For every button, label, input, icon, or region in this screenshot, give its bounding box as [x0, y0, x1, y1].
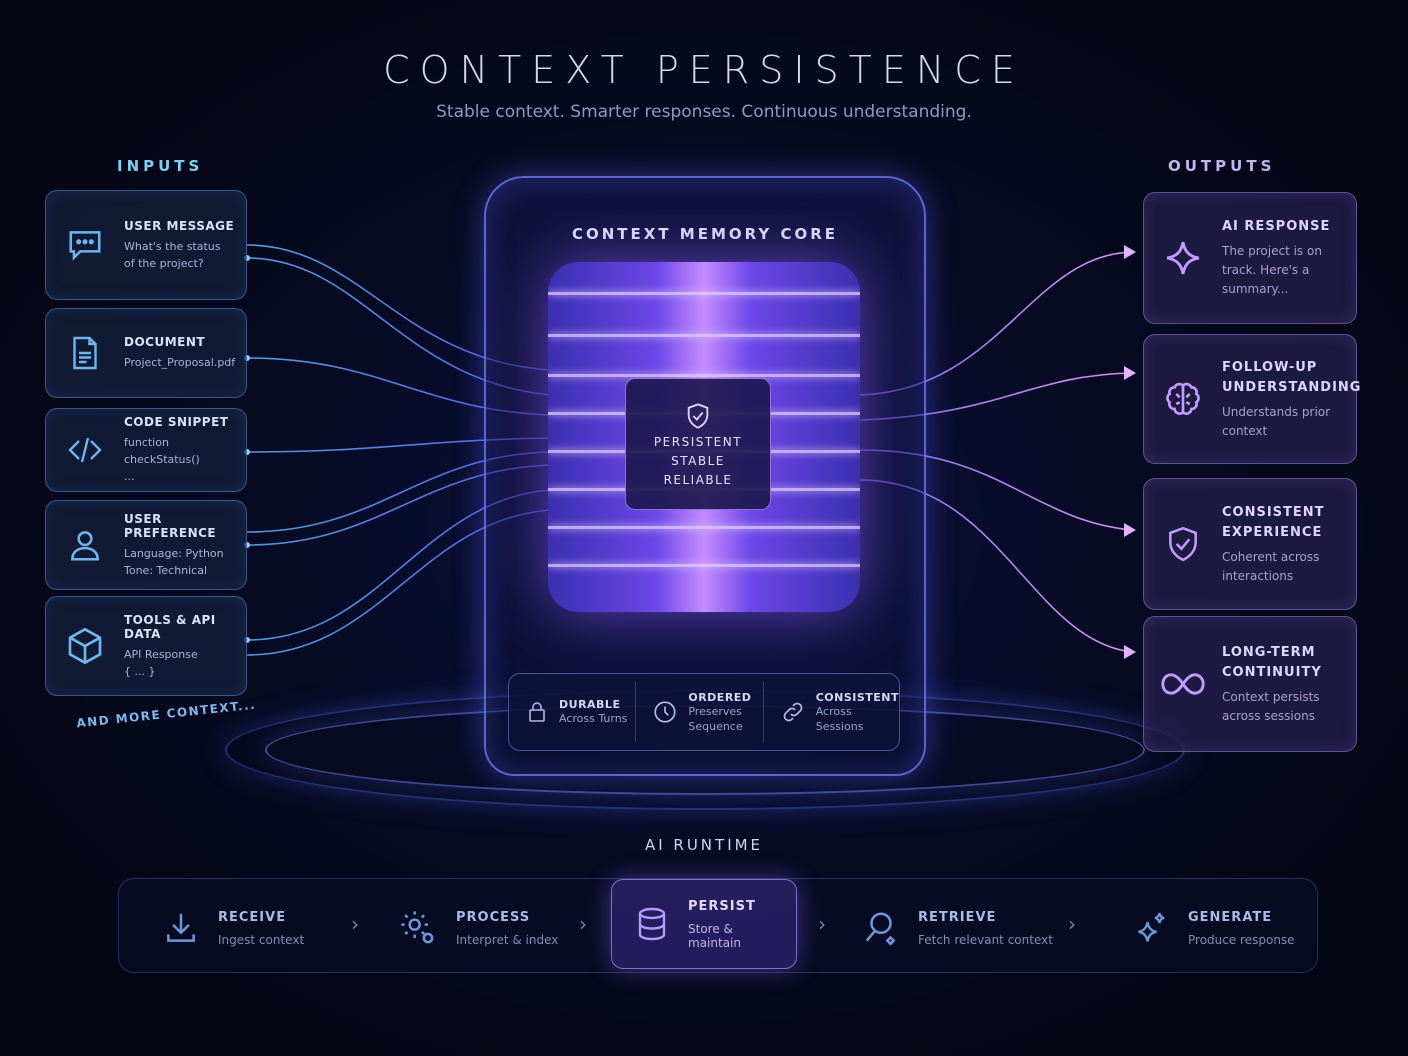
- output-title: AI RESPONSE: [1222, 219, 1331, 234]
- output-title: FOLLOW-UP: [1222, 359, 1318, 375]
- shield-check-icon: [1144, 524, 1222, 564]
- input-detail: of the project?: [124, 256, 204, 270]
- input-detail: Project_Proposal.pdf: [124, 356, 236, 369]
- property-title: CONSISTENT: [815, 690, 900, 704]
- input-title: CODE SNIPPET: [124, 415, 229, 429]
- output-detail: Context persists: [1222, 689, 1320, 704]
- output-detail: Coherent across: [1222, 549, 1320, 564]
- output-title: EXPERIENCE: [1222, 524, 1323, 540]
- lock-icon: [525, 699, 549, 725]
- output-detail: context: [1222, 423, 1268, 438]
- input-card-tools-api-data[interactable]: TOOLS & API DATA API Response { ... }: [45, 596, 247, 696]
- property-durable: DURABLE Across Turns: [509, 682, 635, 742]
- memory-core-title: CONTEXT MEMORY CORE: [571, 225, 839, 243]
- infinity-icon: [1144, 669, 1222, 699]
- inputs-heading: INPUTS: [117, 157, 204, 175]
- gear-icon: [398, 908, 438, 948]
- input-detail: What's the status: [124, 239, 221, 253]
- output-card-follow-up-understanding[interactable]: FOLLOW-UP UNDERSTANDING Understands prio…: [1143, 334, 1360, 464]
- property-detail: Sequence: [688, 719, 743, 733]
- page-title: CONTEXT PERSISTENCE: [383, 48, 1025, 92]
- chat-bubble-icon: [46, 226, 124, 264]
- input-card-user-message[interactable]: USER MESSAGE What's the status of the pr…: [45, 190, 247, 300]
- input-card-document[interactable]: DOCUMENT Project_Proposal.pdf: [45, 308, 247, 398]
- input-title: TOOLS & API DATA: [124, 612, 216, 641]
- input-detail: { ... }: [124, 664, 156, 678]
- output-title: CONTINUITY: [1222, 664, 1322, 680]
- output-detail: across sessions: [1222, 708, 1315, 723]
- document-icon: [46, 335, 124, 371]
- output-title: LONG-TERM: [1222, 644, 1316, 660]
- step-title: PROCESS: [456, 909, 531, 925]
- code-icon: [46, 432, 124, 468]
- property-detail: Across Turns: [559, 712, 628, 725]
- chevron-right-icon: ›: [1068, 912, 1076, 936]
- property-title: DURABLE: [559, 698, 621, 711]
- output-title: CONSISTENT: [1222, 504, 1325, 520]
- output-detail: interactions: [1222, 568, 1294, 583]
- property-detail: Preserves: [688, 704, 742, 718]
- step-title: GENERATE: [1188, 909, 1273, 925]
- page-subtitle: Stable context. Smarter responses. Conti…: [436, 102, 972, 122]
- input-title: USER PREFERENCE: [124, 511, 217, 540]
- runtime-step-retrieve[interactable]: RETRIEVE Fetch relevant context: [862, 890, 1053, 966]
- step-desc: Ingest context: [218, 932, 305, 947]
- step-desc: Produce response: [1188, 932, 1295, 947]
- core-quality: PERSISTENT: [653, 434, 743, 449]
- step-desc: Store & maintain: [688, 921, 741, 950]
- link-icon: [780, 699, 806, 725]
- runtime-step-receive[interactable]: RECEIVE Ingest context: [162, 890, 304, 966]
- core-status-badge: PERSISTENT STABLE RELIABLE: [625, 378, 771, 510]
- step-title: RETRIEVE: [918, 909, 997, 925]
- input-detail: ...: [124, 470, 135, 483]
- input-detail: Tone: Technical: [124, 563, 208, 577]
- shield-check-icon: [684, 402, 712, 430]
- output-detail: summary...: [1222, 282, 1289, 296]
- step-title: PERSIST: [688, 898, 756, 914]
- runtime-heading: AI RUNTIME: [644, 836, 764, 854]
- output-card-long-term-continuity[interactable]: LONG-TERM CONTINUITY Context persists ac…: [1143, 616, 1357, 752]
- sparkles-icon: [1134, 908, 1170, 948]
- runtime-step-process[interactable]: PROCESS Interpret & index: [398, 890, 558, 966]
- property-detail: Sessions: [815, 719, 864, 733]
- output-detail: The project is on: [1222, 244, 1322, 258]
- output-detail: track. Here's a: [1222, 263, 1310, 277]
- input-card-user-preference[interactable]: USER PREFERENCE Language: Python Tone: T…: [45, 500, 247, 590]
- input-title: USER MESSAGE: [124, 218, 235, 233]
- runtime-step-persist[interactable]: PERSIST Store & maintain: [611, 879, 797, 969]
- core-properties-panel: DURABLE Across Turns ORDERED Preserves S…: [508, 673, 900, 751]
- database-icon: [634, 904, 670, 944]
- cube-icon: [46, 626, 124, 666]
- step-desc: Interpret & index: [456, 932, 559, 947]
- property-detail: Across: [815, 704, 852, 718]
- output-detail: Understands prior: [1222, 404, 1331, 419]
- step-title: RECEIVE: [218, 909, 287, 925]
- output-title: UNDERSTANDING: [1222, 379, 1362, 395]
- input-title: DOCUMENT: [124, 335, 206, 349]
- runtime-step-generate[interactable]: GENERATE Produce response: [1134, 890, 1295, 966]
- output-card-consistent-experience[interactable]: CONSISTENT EXPERIENCE Coherent across in…: [1143, 478, 1357, 610]
- input-detail: API Response: [124, 647, 198, 661]
- download-icon: [162, 909, 200, 947]
- brain-icon: [1144, 379, 1222, 419]
- property-title: ORDERED: [688, 690, 752, 704]
- chevron-right-icon: ›: [818, 912, 826, 936]
- user-icon: [46, 526, 124, 564]
- outputs-heading: OUTPUTS: [1168, 157, 1276, 175]
- input-card-code-snippet[interactable]: CODE SNIPPET function checkStatus() ...: [45, 408, 247, 492]
- chevron-right-icon: ›: [579, 912, 587, 936]
- sparkle-icon: [1144, 239, 1222, 277]
- chevron-right-icon: ›: [351, 912, 359, 936]
- search-icon: [862, 909, 900, 947]
- output-card-ai-response[interactable]: AI RESPONSE The project is on track. Her…: [1143, 192, 1357, 324]
- clock-icon: [652, 699, 678, 725]
- property-ordered: ORDERED Preserves Sequence: [635, 682, 762, 742]
- input-detail: Language: Python: [124, 546, 224, 560]
- core-quality: STABLE: [671, 453, 725, 468]
- property-consistent: CONSISTENT Across Sessions: [762, 682, 900, 742]
- core-quality: RELIABLE: [663, 472, 733, 487]
- step-desc: Fetch relevant context: [918, 932, 1053, 947]
- input-detail: function checkStatus(): [124, 436, 200, 466]
